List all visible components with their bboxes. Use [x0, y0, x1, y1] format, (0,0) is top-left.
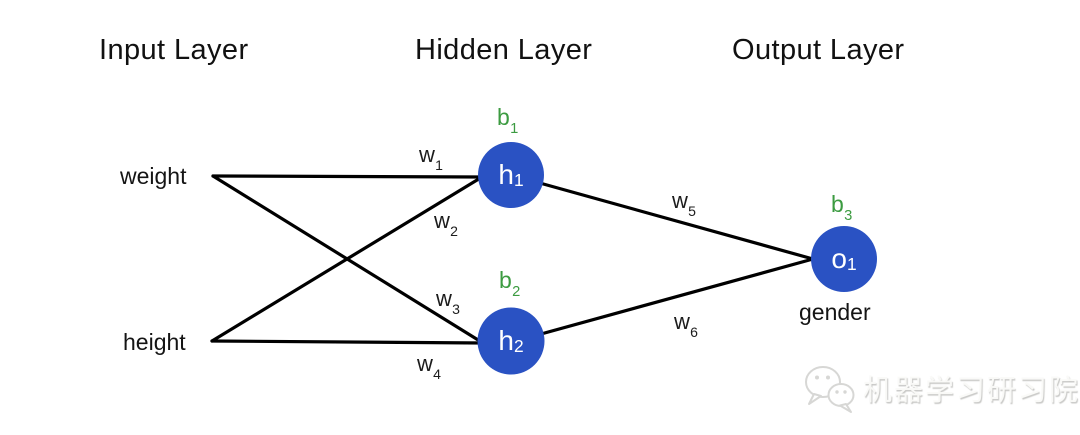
weight-label-w6: w6: [674, 309, 699, 340]
wechat-icon: [805, 366, 855, 413]
bias-b1-letter: b: [497, 104, 510, 130]
watermark-brand-text: 机器学习研习院: [863, 375, 1080, 407]
edge-w1: [211, 174, 484, 179]
output-node-gender: gender: [799, 299, 871, 325]
output-layer-title: Output Layer: [732, 34, 905, 66]
bias-label-b3: b3: [831, 191, 853, 225]
input-node-weight: weight: [120, 163, 187, 189]
hidden-layer-title: Hidden Layer: [415, 34, 593, 66]
edge-w5: [509, 173, 815, 261]
edge-group: [210, 173, 815, 345]
node-h2-circle: [477, 307, 545, 375]
watermark: 机器学习研习院: [800, 362, 1080, 414]
edge-w3: [211, 174, 485, 345]
bias-b1-subscript: 1: [510, 121, 519, 138]
w3-letter: w: [436, 286, 452, 311]
w2-letter: w: [434, 208, 450, 233]
input-node-height: height: [123, 329, 186, 355]
w5-subscript: 5: [688, 202, 697, 219]
weight-label-w4: w4: [417, 351, 442, 382]
w1-letter: w: [419, 142, 435, 167]
edge-w6: [510, 257, 815, 344]
weight-label-w2: w2: [434, 208, 459, 239]
bias-label-b1: b1: [497, 104, 519, 138]
edge-w4: [210, 339, 485, 345]
w4-letter: w: [417, 351, 433, 376]
w6-letter: w: [674, 309, 690, 334]
bias-b2-subscript: 2: [512, 284, 521, 301]
input-layer-title: Input Layer: [99, 34, 249, 66]
node-o1-circle: [811, 226, 877, 292]
weight-label-w5: w5: [672, 188, 697, 219]
w5-letter: w: [672, 188, 688, 213]
bias-b3-letter: b: [831, 191, 844, 217]
w6-subscript: 6: [690, 323, 699, 340]
w2-subscript: 2: [450, 222, 459, 239]
bias-b2-letter: b: [499, 267, 512, 293]
w1-subscript: 1: [435, 156, 444, 173]
weight-label-w1: w1: [419, 142, 444, 173]
bias-b3-subscript: 3: [844, 208, 853, 225]
bias-label-b2: b2: [499, 267, 521, 301]
w3-subscript: 3: [452, 300, 461, 317]
w4-subscript: 4: [433, 365, 442, 382]
weight-label-w3: w3: [436, 286, 461, 317]
node-h1-circle: [478, 142, 544, 208]
